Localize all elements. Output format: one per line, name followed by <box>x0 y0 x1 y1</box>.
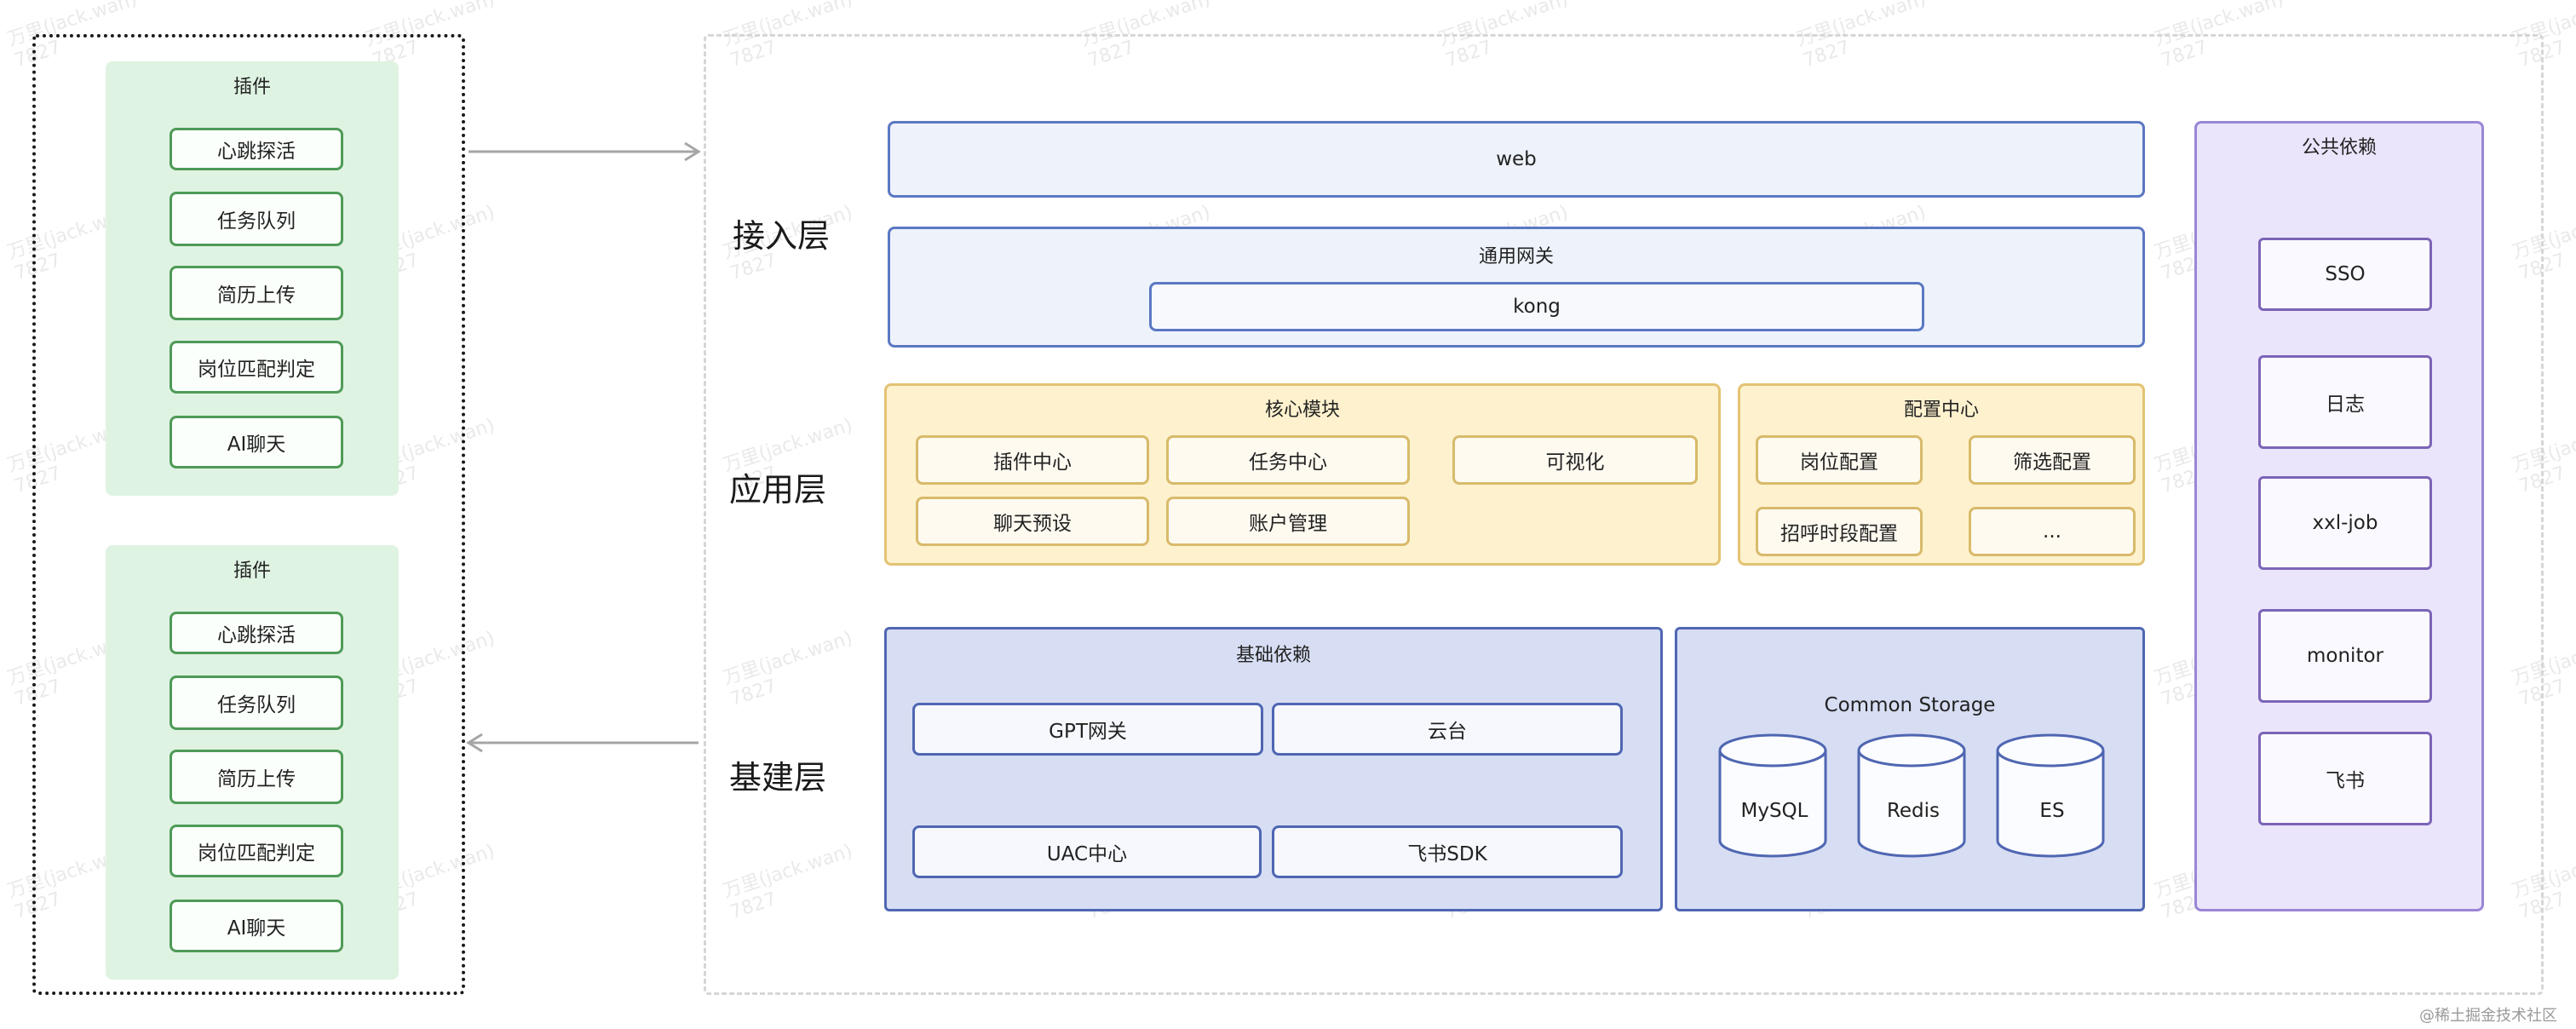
core-module-title: 核心模块 <box>1264 400 1340 421</box>
plugin-item-ai-chat[interactable]: AI聊天 <box>170 416 343 469</box>
plugin-item-resume-upload[interactable]: 简历上传 <box>170 266 343 320</box>
storage-cylinders <box>1718 733 2105 858</box>
mysql-cylinder-icon <box>1718 733 1827 858</box>
public-dependencies-title: 公共依赖 <box>2301 137 2377 158</box>
base-dependencies-title: 基础依赖 <box>1235 645 1311 666</box>
config-item-job[interactable]: 岗位配置 <box>1756 435 1923 485</box>
redis-cylinder-icon <box>1857 733 1966 858</box>
public-item-sso[interactable]: SSO <box>2258 238 2432 311</box>
core-item-account-mgmt[interactable]: 账户管理 <box>1166 497 1410 546</box>
plugin-item-heartbeat[interactable]: 心跳探活 <box>170 128 343 170</box>
public-item-log[interactable]: 日志 <box>2258 355 2432 449</box>
core-item-chat-preset[interactable]: 聊天预设 <box>916 497 1149 546</box>
storage-item-es[interactable]: ES <box>2039 800 2065 822</box>
web-label: web <box>1496 148 1537 170</box>
kong-box[interactable]: kong <box>1149 282 1924 331</box>
plugin-item-job-match[interactable]: 岗位匹配判定 <box>170 341 343 394</box>
storage-item-redis[interactable]: Redis <box>1886 800 1941 822</box>
plugin-item-heartbeat[interactable]: 心跳探活 <box>170 612 343 654</box>
dep-item-yuntai[interactable]: 云台 <box>1272 703 1623 756</box>
gateway-title: 通用网关 <box>1478 246 1554 267</box>
footer-credit: @稀土掘金技术社区 <box>2419 1007 2557 1025</box>
dep-item-feishu-sdk[interactable]: 飞书SDK <box>1272 825 1623 878</box>
core-module-panel: 核心模块 插件中心 任务中心 可视化 聊天预设 账户管理 <box>884 383 1721 566</box>
layer-label-access: 接入层 <box>733 217 831 255</box>
public-item-monitor[interactable]: monitor <box>2258 609 2432 703</box>
connector-arrows <box>466 141 701 753</box>
es-cylinder-icon <box>1996 733 2105 858</box>
plugin-panel-title: 插件 <box>233 560 271 582</box>
core-item-visualization[interactable]: 可视化 <box>1452 435 1698 485</box>
config-center-title: 配置中心 <box>1903 400 1979 421</box>
config-item-more[interactable]: ... <box>1969 507 2136 556</box>
web-box[interactable]: web <box>888 121 2145 198</box>
plugin-item-resume-upload[interactable]: 简历上传 <box>170 750 343 804</box>
dep-item-gpt-gateway[interactable]: GPT网关 <box>912 703 1263 756</box>
common-storage-panel: Common Storage MySQL Redis ES <box>1675 627 2145 911</box>
config-item-greeting-time[interactable]: 招呼时段配置 <box>1756 507 1923 556</box>
public-dependencies-panel: 公共依赖 SSO 日志 xxl-job monitor 飞书 <box>2194 121 2484 911</box>
core-item-plugin-center[interactable]: 插件中心 <box>916 435 1149 485</box>
plugin-panel-title: 插件 <box>233 77 271 98</box>
public-item-xxl-job[interactable]: xxl-job <box>2258 476 2432 570</box>
server-frame <box>704 34 2544 995</box>
storage-item-mysql[interactable]: MySQL <box>1740 800 1808 822</box>
core-item-task-center[interactable]: 任务中心 <box>1166 435 1410 485</box>
layer-label-application: 应用层 <box>729 471 827 509</box>
plugin-item-task-queue[interactable]: 任务队列 <box>170 192 343 246</box>
config-item-filter[interactable]: 筛选配置 <box>1969 435 2136 485</box>
plugin-item-ai-chat[interactable]: AI聊天 <box>170 900 343 952</box>
plugin-panel-bottom: 插件 心跳探活 任务队列 简历上传 岗位匹配判定 AI聊天 <box>106 545 399 980</box>
gateway-panel: 通用网关 kong <box>888 227 2145 348</box>
layer-label-infrastructure: 基建层 <box>729 759 827 796</box>
base-dependencies-panel: 基础依赖 GPT网关 云台 UAC中心 飞书SDK <box>884 627 1663 911</box>
plugin-panel-top: 插件 心跳探活 任务队列 简历上传 岗位匹配判定 AI聊天 <box>106 61 399 496</box>
plugin-client-frame <box>32 34 465 995</box>
plugin-item-task-queue[interactable]: 任务队列 <box>170 675 343 730</box>
config-center-panel: 配置中心 岗位配置 筛选配置 招呼时段配置 ... <box>1738 383 2145 566</box>
plugin-item-job-match[interactable]: 岗位匹配判定 <box>170 825 343 877</box>
common-storage-title: Common Storage <box>1824 694 1996 716</box>
dep-item-uac-center[interactable]: UAC中心 <box>912 825 1262 878</box>
public-item-feishu[interactable]: 飞书 <box>2258 732 2432 825</box>
